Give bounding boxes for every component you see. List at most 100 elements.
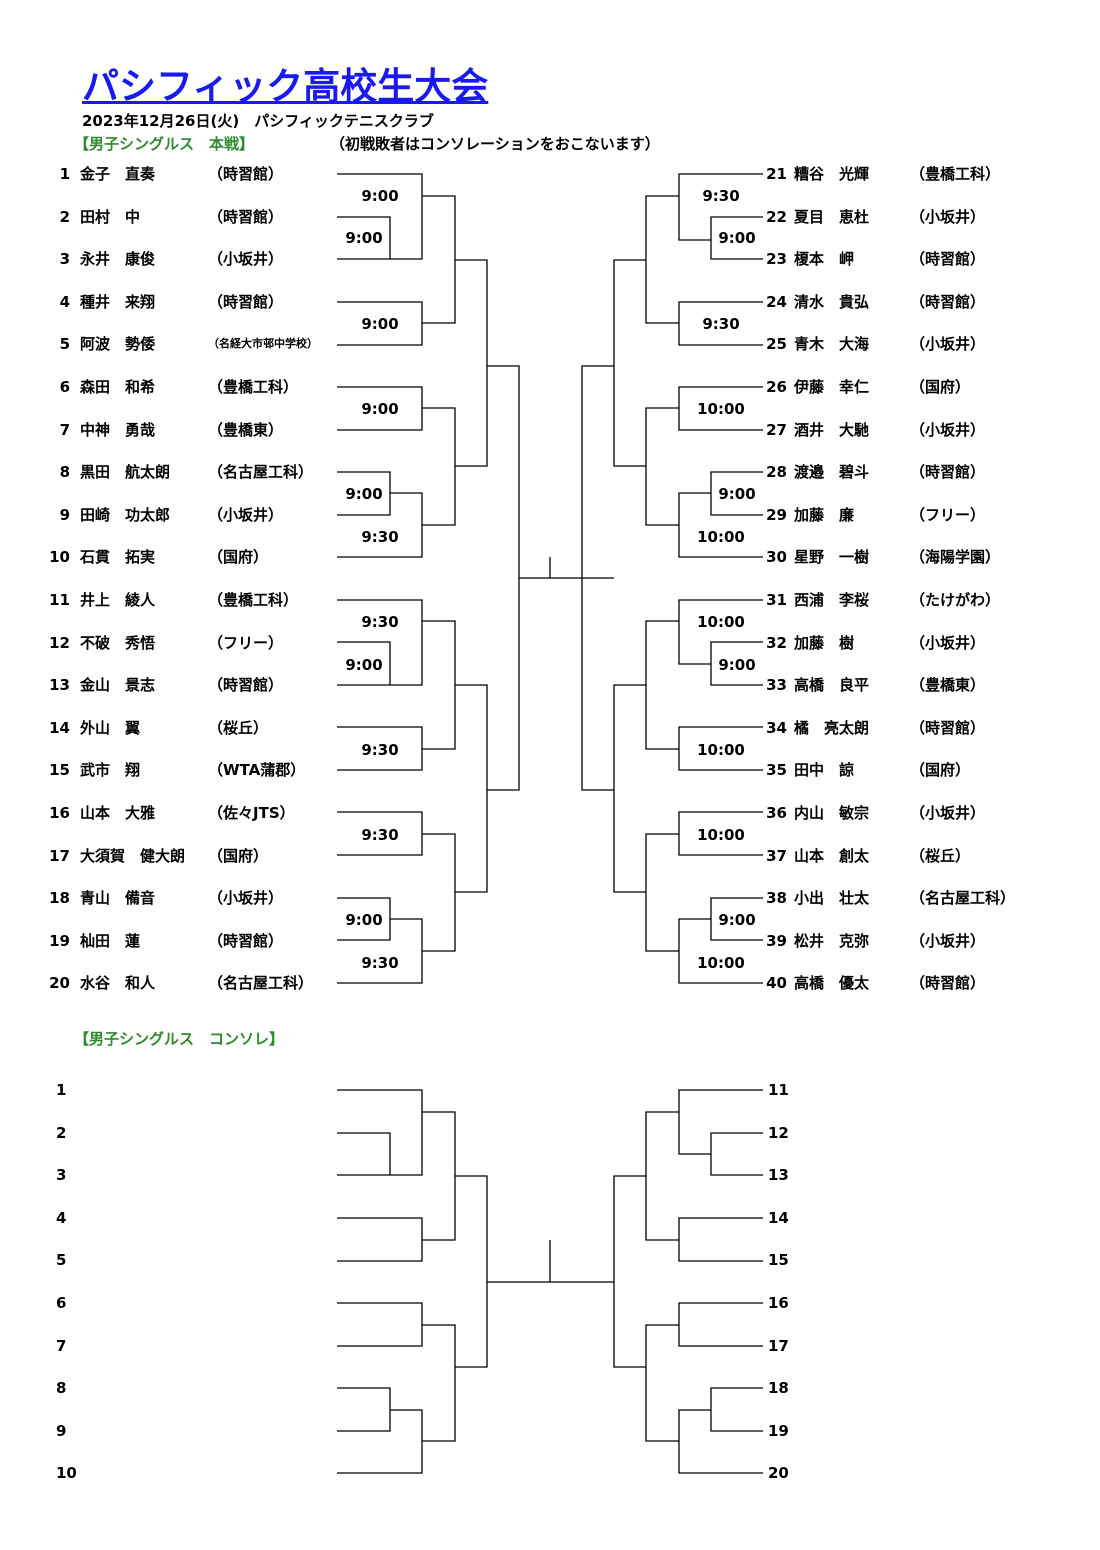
consolation-slot-number: 10	[56, 1464, 77, 1483]
player-name: 井上 綾人	[80, 591, 156, 609]
bracket-line	[337, 1302, 423, 1347]
player-team: （豊橋東）	[208, 420, 284, 439]
seed-number: 5	[59, 335, 70, 354]
bracket-line	[710, 216, 763, 260]
consolation-slot-number: 6	[56, 1294, 67, 1312]
player-name: 金山 景志	[80, 676, 156, 695]
seed-number: 27	[766, 420, 787, 439]
bracket-line	[337, 1387, 391, 1432]
bracket-line	[710, 1132, 763, 1176]
player-name: 種井 来翔	[80, 292, 156, 311]
player-team: （小坂井）	[910, 207, 986, 226]
player-team: （小坂井）	[910, 931, 986, 950]
player-name: 杣田 蓮	[80, 931, 141, 950]
player-team: （豊橋工科）	[910, 165, 1001, 183]
seed-number: 32	[766, 633, 787, 652]
bracket-line	[581, 365, 614, 791]
match-time: 9:30	[361, 528, 399, 546]
player-team: （小坂井）	[208, 889, 284, 908]
match-time: 10:00	[697, 826, 745, 844]
bracket-line	[710, 641, 763, 686]
seed-number: 15	[49, 761, 70, 780]
seed-number: 10	[49, 548, 70, 567]
match-time: 9:00	[718, 911, 756, 929]
consolation-slot-number: 4	[56, 1208, 67, 1227]
consolation-slot-number: 18	[768, 1379, 789, 1398]
player-team: （時習館）	[910, 718, 986, 737]
player-name: 高橋 優太	[794, 974, 870, 993]
consolation-slot-number: 19	[768, 1421, 789, 1440]
player-name: 黒田 航太朗	[80, 463, 171, 482]
player-name: 水谷 和人	[80, 974, 156, 993]
player-team: （時習館）	[910, 463, 986, 482]
bracket-line	[613, 684, 646, 893]
consolation-slot-number: 16	[768, 1294, 789, 1312]
seed-number: 21	[766, 165, 787, 183]
seed-number: 39	[766, 931, 787, 950]
bracket-line	[678, 1409, 763, 1474]
player-name: 小出 壮太	[794, 889, 870, 908]
player-team: （名古屋工科）	[208, 463, 314, 482]
bracket-line	[710, 1387, 763, 1432]
bracket-line	[678, 173, 763, 241]
seed-number: 2	[59, 207, 70, 226]
bracket-line	[678, 1302, 763, 1347]
match-time: 9:00	[345, 485, 383, 503]
player-team: （時習館）	[208, 165, 284, 183]
consolation-slot-number: 13	[768, 1166, 789, 1185]
player-name: 加藤 樹	[794, 633, 855, 652]
bracket-line	[337, 599, 423, 686]
seed-number: 12	[49, 633, 70, 652]
bracket-line	[645, 620, 679, 750]
player-team: （小坂井）	[910, 335, 986, 354]
player-team: （豊橋工科）	[208, 378, 299, 396]
player-name: 田中 諒	[794, 761, 855, 780]
seed-number: 29	[766, 505, 787, 524]
seed-number: 31	[766, 591, 787, 609]
bracket-line	[337, 216, 391, 259]
match-time: 10:00	[697, 954, 745, 972]
player-team: （国府）	[208, 846, 269, 865]
player-name: 青山 備音	[80, 889, 156, 908]
player-team: （名古屋工科）	[910, 889, 1016, 908]
bracket-line	[422, 407, 456, 526]
seed-number: 1	[59, 165, 70, 183]
seed-number: 9	[59, 505, 70, 524]
player-team: （たけがわ）	[910, 591, 1001, 609]
seed-number: 33	[766, 676, 787, 695]
bracket-line	[337, 641, 391, 685]
bracket-line	[337, 173, 423, 260]
seed-number: 23	[766, 250, 787, 269]
match-time: 10:00	[697, 613, 745, 631]
player-team: （佐々JTS）	[208, 804, 295, 822]
player-name: 酒井 大馳	[794, 420, 870, 439]
player-team: （小坂井）	[910, 420, 986, 439]
seed-number: 6	[59, 378, 70, 396]
seed-number: 37	[766, 846, 787, 865]
player-team: （フリー）	[910, 505, 986, 524]
consolation-slot-number: 20	[768, 1464, 789, 1483]
player-team: （豊橋工科）	[208, 591, 299, 609]
match-time: 9:00	[345, 656, 383, 674]
player-name: 渡邉 碧斗	[794, 463, 870, 482]
player-name: 石貫 拓実	[80, 548, 156, 567]
match-time: 10:00	[697, 528, 745, 546]
bracket-line	[422, 833, 456, 952]
seed-number: 18	[49, 889, 70, 908]
player-name: 山本 創太	[794, 846, 870, 865]
player-team: （時習館）	[208, 931, 284, 950]
player-name: 金子 直奏	[80, 165, 156, 183]
seed-number: 40	[766, 974, 787, 993]
